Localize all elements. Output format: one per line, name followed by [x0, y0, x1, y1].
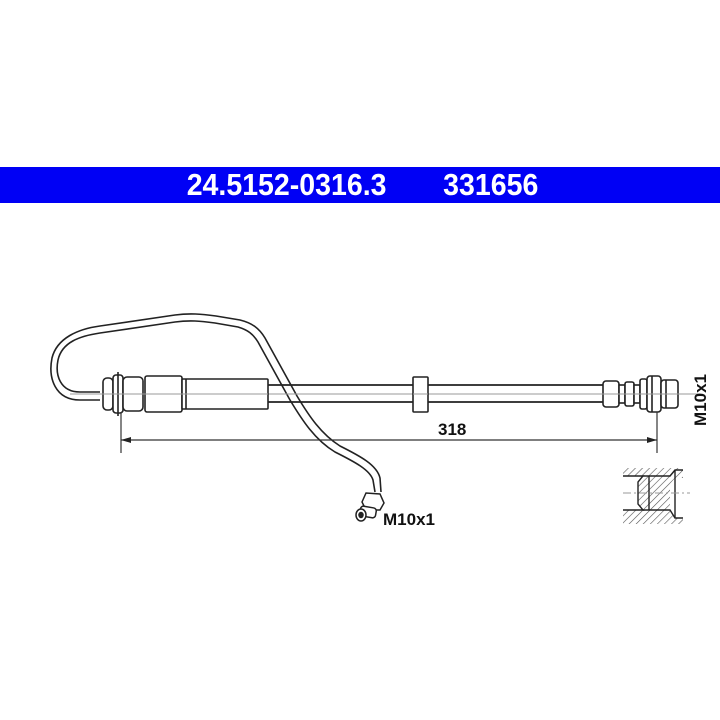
article-number: 331656: [443, 167, 539, 202]
dimension-line: [120, 412, 658, 453]
right-end-fitting: [600, 375, 685, 413]
dimension-length: 318: [438, 420, 466, 439]
pipe-nut: [355, 492, 385, 522]
part-number-banner: 24.5152-0316.3 331656: [0, 167, 720, 203]
left-crimp-fitting: [70, 372, 269, 416]
thread-label-right: M10x1: [691, 374, 710, 426]
metal-brake-pipe: [50, 313, 382, 493]
brake-hose: [268, 384, 603, 403]
part-number: 24.5152-0316.3: [186, 167, 387, 202]
thread-section-detail: [623, 468, 690, 524]
thread-label-left: M10x1: [383, 510, 435, 529]
